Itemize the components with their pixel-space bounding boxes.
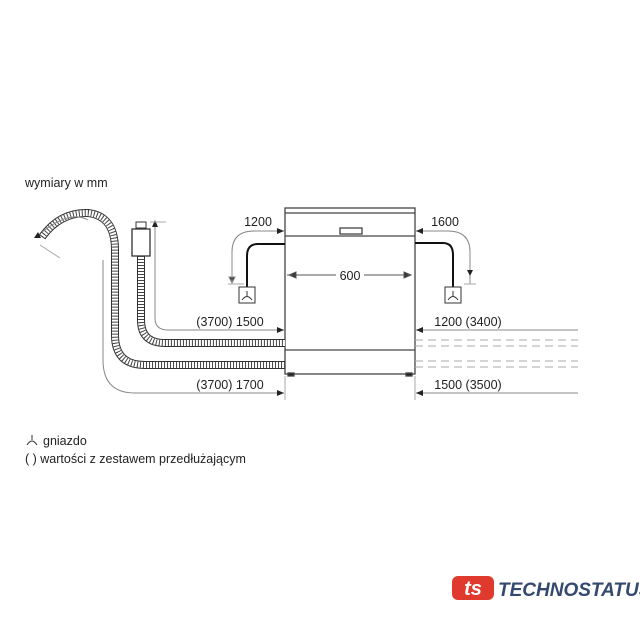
socket-icon-right bbox=[444, 286, 462, 304]
legend-socket: gniazdo bbox=[43, 434, 87, 448]
dim-line-right-top bbox=[416, 228, 471, 284]
dishwasher bbox=[284, 207, 416, 377]
dim-left-mid: (3700) 1500 bbox=[196, 315, 263, 329]
svg-text:ts: ts bbox=[464, 578, 482, 600]
socket-icon-left bbox=[238, 286, 256, 304]
dim-left-top: 1200 bbox=[244, 215, 272, 229]
dim-right-mid: 1200 (3400) bbox=[434, 315, 501, 329]
cabinet-dashed-lines bbox=[415, 339, 578, 368]
width-arrow-right bbox=[364, 271, 413, 279]
unit-note: wymiary w mm bbox=[24, 176, 108, 190]
socket-legend-icon bbox=[26, 435, 38, 446]
dim-right-top: 1600 bbox=[431, 215, 459, 229]
dim-line-left-top bbox=[231, 228, 284, 284]
aquastop-hose bbox=[131, 221, 285, 347]
width-arrow-left bbox=[287, 271, 336, 279]
logo-name: TECHNOSTATUS bbox=[498, 580, 640, 601]
dim-line-left-mid bbox=[154, 224, 284, 333]
dim-line-left-bottom bbox=[102, 260, 284, 396]
arrow-down-left bbox=[228, 262, 236, 285]
drain-hose bbox=[38, 208, 285, 369]
dim-right-bottom: 1500 (3500) bbox=[434, 378, 501, 392]
technostatus-logo: ts TECHNOSTATUS bbox=[452, 576, 640, 601]
dim-width: 600 bbox=[340, 269, 361, 283]
inlet-hose-left bbox=[246, 243, 285, 287]
dim-left-bottom: (3700) 1700 bbox=[196, 378, 263, 392]
legend-brackets: ( ) wartości z zestawem przedłużającym bbox=[25, 452, 246, 466]
inlet-hose-right bbox=[415, 242, 454, 287]
